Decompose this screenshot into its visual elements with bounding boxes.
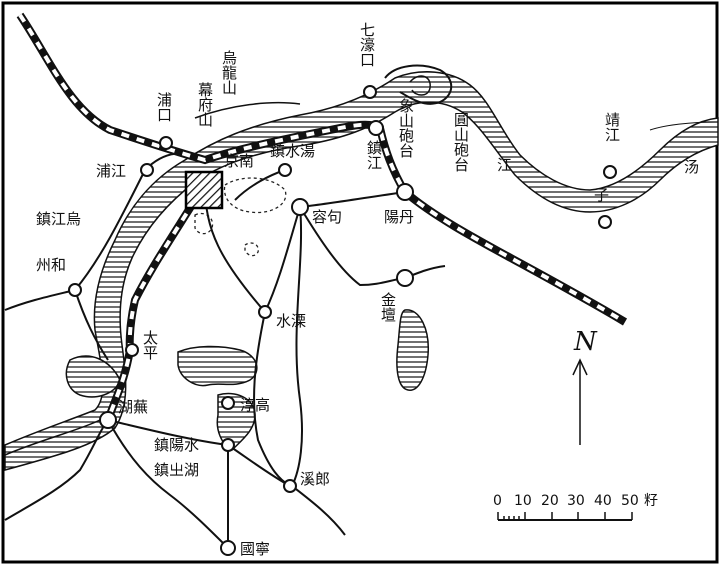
label-mufushan: 幕府山	[196, 82, 214, 127]
label-zhenjiangwu: 鎮江烏	[36, 210, 81, 228]
label-zhenshuitang: 鎮水湯	[270, 142, 315, 160]
label-zhenjiang: 鎮江	[365, 140, 383, 170]
town-shuiyang	[258, 305, 272, 319]
place-labels: 七濠口 烏龍山 幕府山 浦口 浦江 京南 鎮水湯 鎮江 象山砲台 圓山砲台 靖江…	[36, 22, 699, 558]
town-zhenshuitang	[278, 163, 292, 177]
label-pukou: 浦口	[155, 92, 173, 122]
scale-tick-50: 50	[621, 493, 639, 509]
town-zhouhe	[68, 283, 82, 297]
nanjing-city-marker	[184, 170, 224, 210]
town-jingjiang	[603, 165, 617, 179]
label-jintan: 金壇	[379, 292, 397, 322]
town-chungao	[221, 396, 235, 410]
label-zhenzhihu: 鎮㞢湖	[154, 461, 199, 479]
label-jingnan: 京南	[224, 152, 254, 170]
town-xilang	[283, 479, 297, 493]
town-zhenyangshui	[221, 438, 235, 452]
town-jintan	[396, 269, 414, 287]
label-chungao: 淳高	[240, 396, 270, 414]
label-zi: 子	[594, 186, 609, 204]
label-pujiang: 浦江	[96, 162, 126, 180]
label-guoning: 國寧	[240, 540, 270, 558]
scale-tick-20: 20	[541, 493, 559, 509]
hills	[194, 177, 287, 257]
town-rongju	[291, 198, 309, 216]
label-zhouhe: 州和	[36, 256, 66, 274]
yangtze-river	[4, 64, 719, 471]
scale-tick-0: 0	[493, 493, 502, 509]
label-rongju: 容句	[312, 208, 342, 226]
north-arrow: N	[572, 327, 598, 445]
label-jingjiang: 靖江	[603, 112, 621, 142]
town-zhenjiang	[368, 120, 384, 136]
label-wulongshan: 烏龍山	[220, 50, 238, 95]
label-yangdan: 陽丹	[384, 208, 414, 226]
label-taiping: 太平	[141, 330, 159, 360]
railways	[16, 12, 628, 422]
north-label: N	[573, 327, 598, 357]
label-shuiyang: 水溧	[276, 312, 306, 330]
label-qihuakou: 七濠口	[358, 22, 376, 67]
scale-bar: 0 10 20 30 40 50 籽	[493, 493, 658, 521]
scale-unit: 籽	[644, 493, 658, 509]
scale-tick-40: 40	[594, 493, 612, 509]
scale-tick-30: 30	[567, 493, 585, 509]
town-pukou	[159, 136, 173, 150]
label-jiang: 江	[497, 156, 512, 174]
town-wuhu	[99, 411, 117, 429]
town-qihuakou	[363, 85, 377, 99]
label-yang: 汤	[684, 158, 699, 176]
town-taiping	[125, 343, 139, 357]
label-wuhu: 湖蕪	[118, 398, 148, 416]
label-xilang: 溪郎	[300, 470, 330, 488]
town-zi	[598, 215, 612, 229]
label-zhenyangshui: 鎮陽水	[154, 436, 199, 454]
town-guoning	[220, 540, 236, 556]
town-pujiang	[140, 163, 154, 177]
label-yuanshan: 圓山砲台	[452, 112, 470, 172]
label-xiangshan: 象山砲台	[397, 98, 415, 158]
town-markers	[68, 85, 617, 556]
lakes	[65, 309, 429, 451]
town-yangdan	[396, 183, 414, 201]
scale-tick-10: 10	[514, 493, 532, 509]
